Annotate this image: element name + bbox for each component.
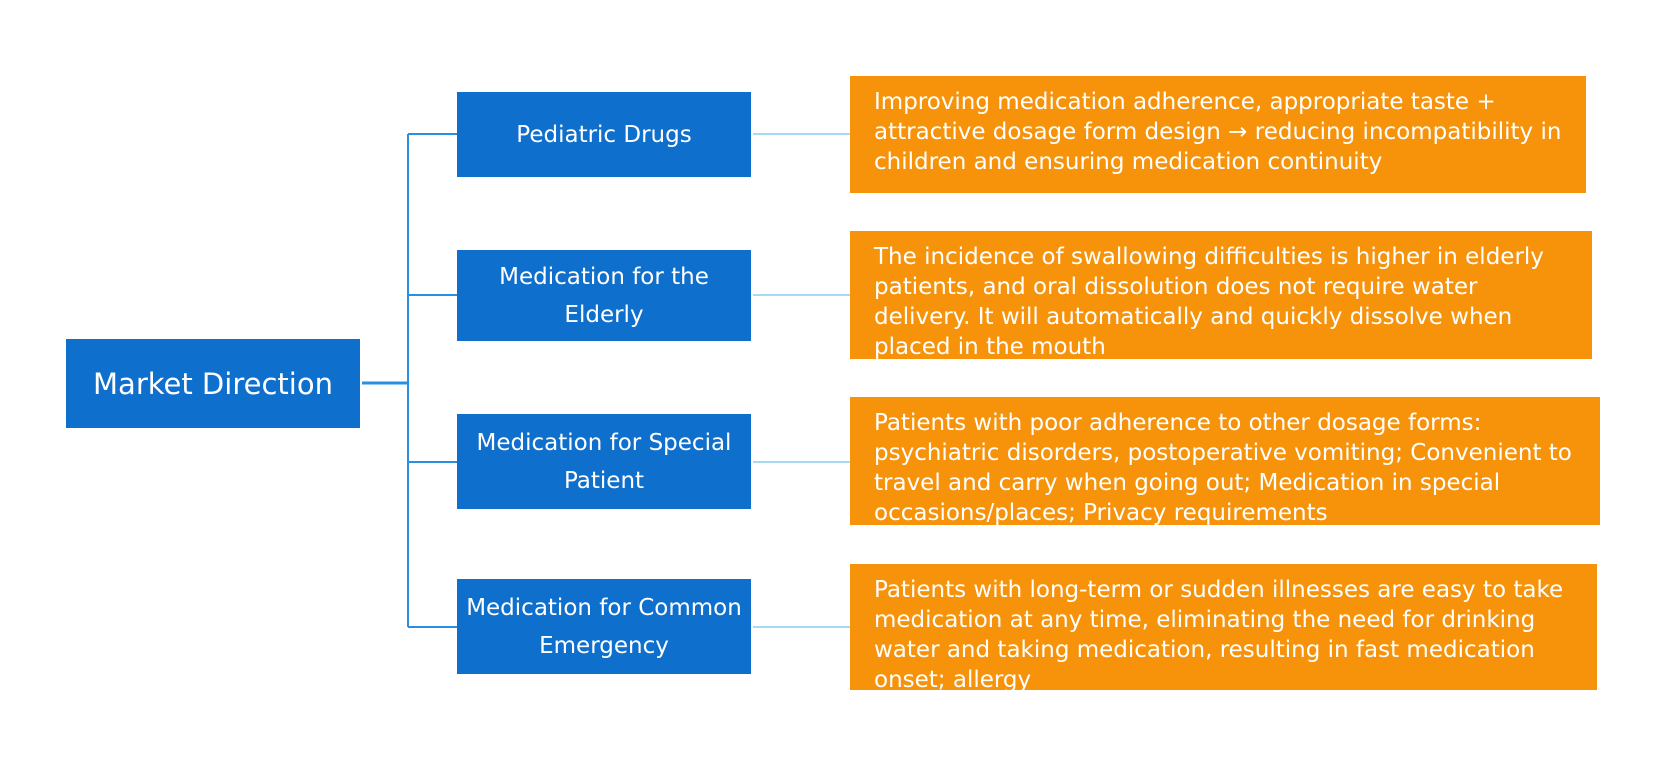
description-box-common-emergency: Patients with long-term or sudden illnes… (850, 564, 1597, 690)
category-node-label: Medication for Special Patient (476, 429, 732, 494)
description-text: Patients with poor adherence to other do… (874, 410, 1572, 525)
category-node-pediatric-drugs: Pediatric Drugs (457, 92, 751, 177)
category-node-label: Pediatric Drugs (516, 121, 692, 148)
description-box-elderly: The incidence of swallowing difficulties… (850, 231, 1592, 359)
description-text: Improving medication adherence, appropri… (874, 89, 1562, 175)
description-box-pediatric-drugs: Improving medication adherence, appropri… (850, 76, 1586, 193)
category-node-special-patient: Medication for Special Patient (457, 414, 751, 509)
category-node-label: Medication for the Elderly (499, 263, 709, 328)
category-node-elderly: Medication for the Elderly (457, 250, 751, 341)
root-node: Market Direction (66, 339, 360, 428)
root-node-label: Market Direction (93, 366, 333, 401)
category-node-label: Medication for Common Emergency (466, 594, 742, 659)
description-text: Patients with long-term or sudden illnes… (874, 577, 1564, 690)
description-text: The incidence of swallowing difficulties… (874, 244, 1544, 359)
category-node-common-emergency: Medication for Common Emergency (457, 579, 751, 674)
description-box-special-patient: Patients with poor adherence to other do… (850, 397, 1600, 525)
